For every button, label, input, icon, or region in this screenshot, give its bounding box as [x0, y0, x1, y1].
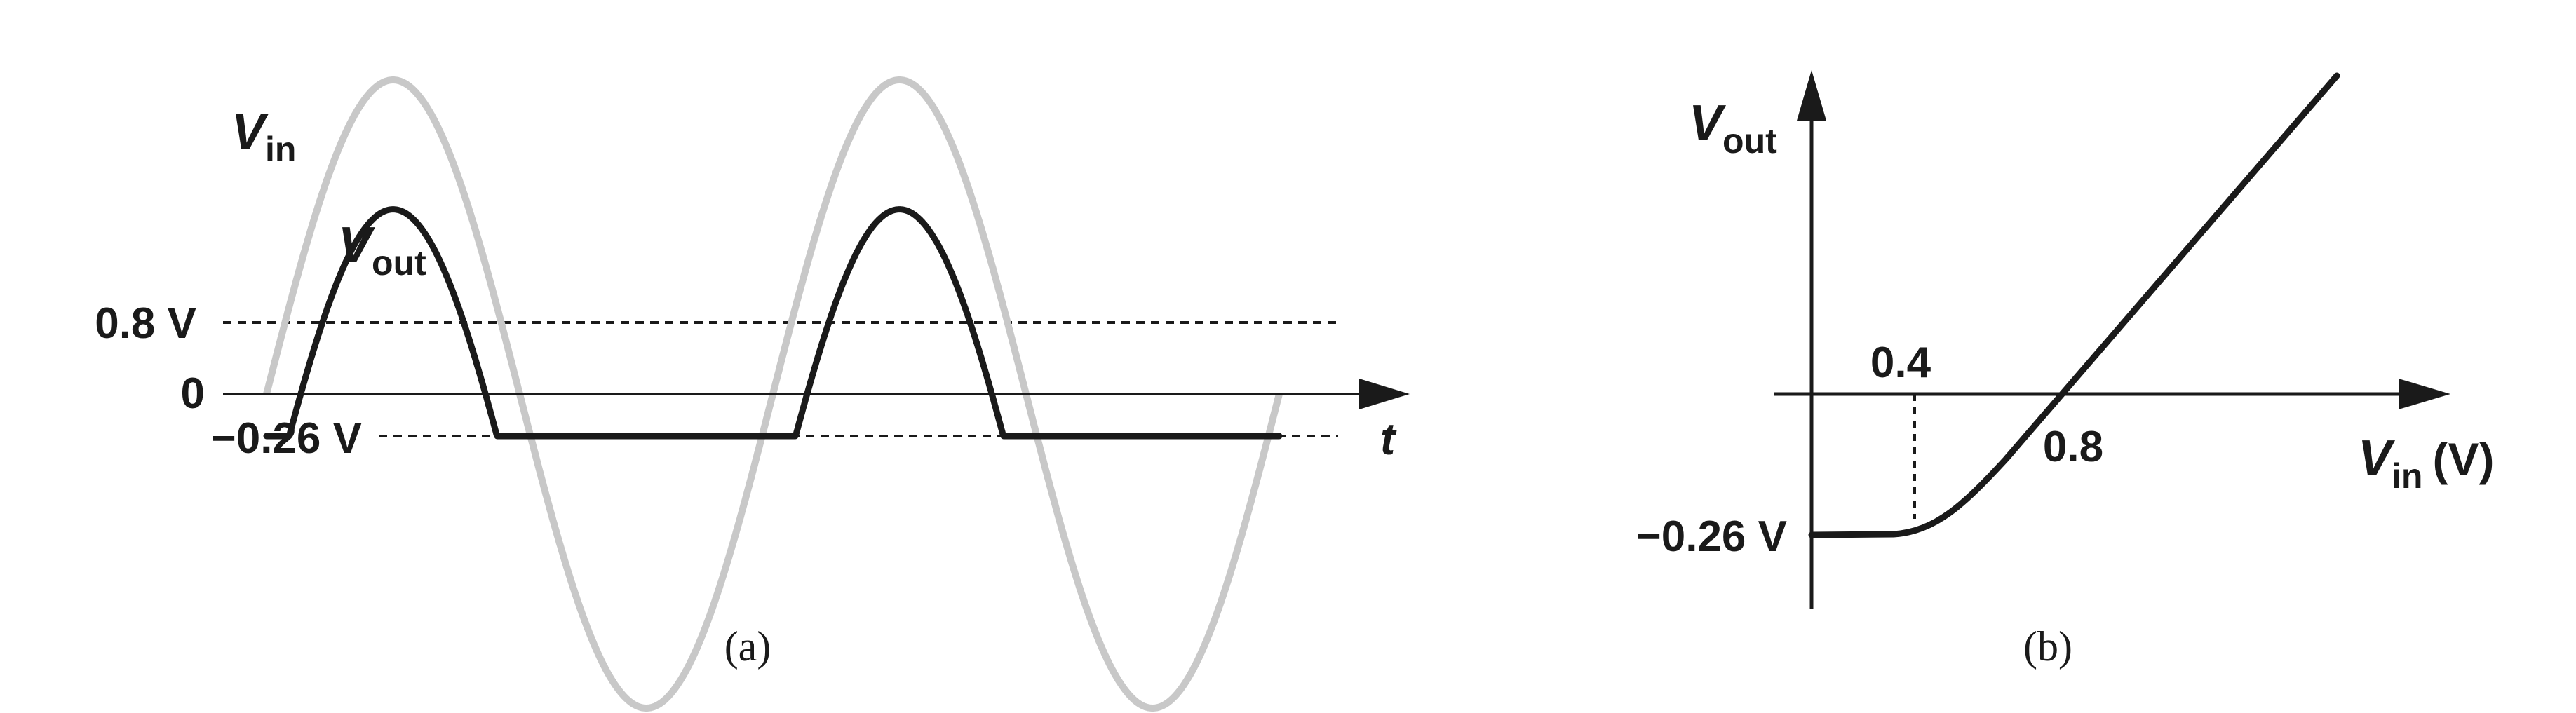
time-axis-label: t	[1380, 414, 1397, 464]
tick-label-0.4: 0.4	[1870, 339, 1931, 387]
level-label-0.8v: 0.8 V	[95, 299, 196, 348]
panel-b-vin-label-unit: (V)	[2432, 433, 2494, 485]
vout-label-main: V	[338, 217, 376, 273]
vout-label: Vout	[338, 217, 426, 283]
panel-b-vin-label-sub: in	[2392, 456, 2422, 496]
vin-axis-arrow	[2399, 379, 2450, 409]
time-axis-arrow	[1359, 379, 1410, 409]
level-label-neg0.26v: −0.26 V	[211, 414, 362, 463]
transfer-curve	[1808, 72, 2340, 538]
panel-b-vout-label: Vout	[1689, 95, 1777, 161]
vin-label: Vin	[231, 104, 296, 169]
caption-b: (b)	[2023, 623, 2072, 670]
panel-a-time-waveforms: Vin Vout 0.8 V 0 −0.26 V t (a)	[95, 76, 1410, 712]
output-clipped-wave	[263, 206, 1283, 440]
caption-a: (a)	[724, 623, 771, 670]
vin-label-sub: in	[265, 130, 296, 169]
panel-b-vout-label-main: V	[1689, 95, 1727, 151]
tick-label-0.8: 0.8	[2043, 423, 2103, 471]
panel-b-level-label-neg0.26v: −0.26 V	[1636, 512, 1787, 561]
panel-b-transfer-characteristic: Vout 0.4 0.8 Vin(V) −0.26 V (b)	[1636, 70, 2494, 670]
vout-label-sub: out	[372, 243, 426, 283]
level-label-zero: 0	[181, 369, 205, 418]
panel-b-vin-label: Vin(V)	[2358, 430, 2494, 496]
vout-axis-arrow	[1797, 70, 1826, 121]
panel-b-vin-label-main: V	[2358, 430, 2396, 487]
vin-label-main: V	[231, 104, 269, 160]
panel-b-vout-label-sub: out	[1722, 121, 1777, 161]
